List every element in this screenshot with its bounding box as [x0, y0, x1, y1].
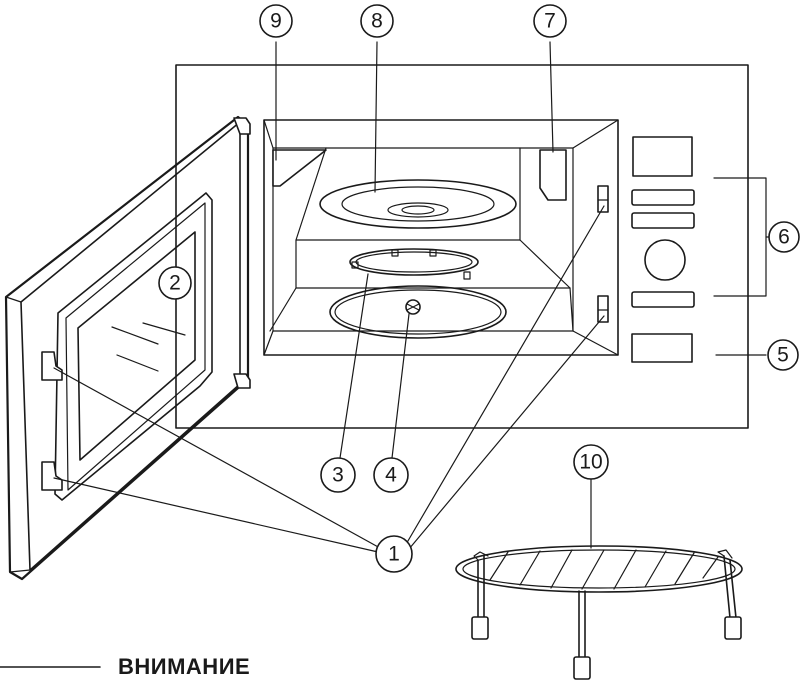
turntable-shaft [329, 285, 507, 339]
glass-tray [319, 179, 517, 229]
callout-3: 3 [320, 457, 356, 493]
oven-door [4, 115, 251, 581]
control-knob [644, 239, 686, 281]
button-3 [631, 291, 695, 308]
callout-7-label: 7 [544, 10, 556, 33]
callout-2: 2 [158, 266, 192, 300]
leader-lines [53, 41, 771, 553]
waveguide-cover [272, 149, 327, 187]
display-window [632, 136, 693, 177]
callout-8-label: 8 [371, 10, 383, 33]
button-2 [631, 212, 695, 229]
microwave-body [175, 64, 749, 429]
grill-heater [539, 149, 567, 201]
callout-4-label: 4 [385, 464, 397, 487]
grill-rack [455, 545, 743, 680]
callout-4: 4 [373, 457, 409, 493]
callout-9: 9 [259, 4, 293, 38]
callout-3-label: 3 [332, 464, 344, 487]
callout-2-label: 2 [169, 272, 181, 295]
control-panel [631, 136, 695, 363]
warning-section: ВНИМАНИЕ [0, 654, 250, 679]
callout-10: 10 [573, 444, 609, 480]
callout-6: 6 [768, 221, 800, 253]
warning-heading: ВНИМАНИЕ [118, 654, 250, 679]
roller-ring [349, 248, 479, 280]
callout-1: 1 [375, 535, 413, 573]
callout-10-label: 10 [579, 451, 602, 474]
callout-1-label: 1 [388, 543, 400, 566]
callout-5-label: 5 [777, 344, 789, 367]
door-latch-holes [597, 185, 609, 323]
door-release-button [631, 333, 693, 363]
button-1 [631, 189, 695, 206]
callout-6-label: 6 [778, 226, 790, 249]
callout-8: 8 [360, 4, 394, 38]
callout-7: 7 [533, 4, 567, 38]
callout-9-label: 9 [270, 10, 282, 33]
callout-5: 5 [767, 339, 799, 371]
oven-cavity [263, 119, 619, 356]
